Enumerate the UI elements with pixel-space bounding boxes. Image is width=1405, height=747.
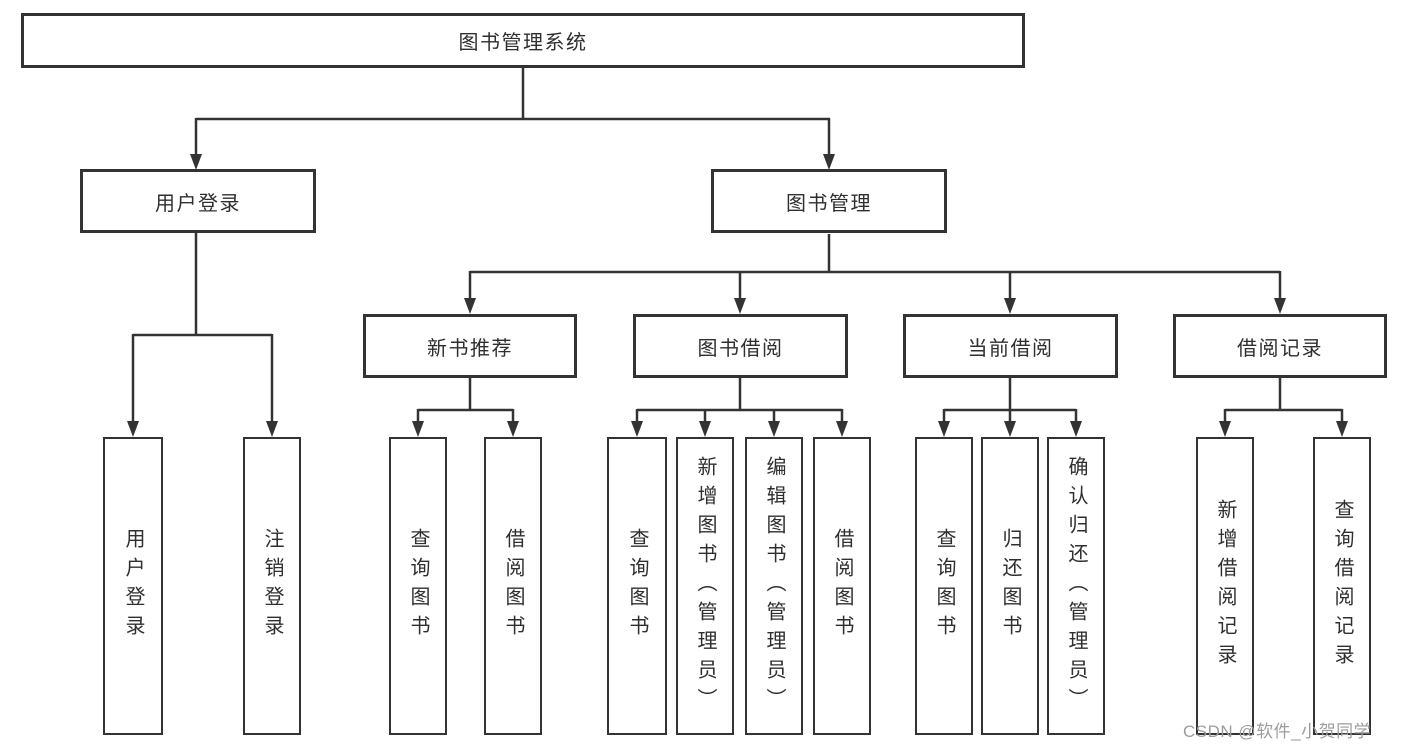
node-label: 图书管理 — [786, 192, 872, 215]
node-current-borrowing: 当前借阅 — [903, 314, 1118, 378]
leaf-label: 编辑图书（管理员） — [763, 455, 785, 717]
leaf-add-books-admin: 新增图书（管理员） — [676, 437, 734, 735]
leaf-label: 注销登录 — [261, 528, 283, 644]
node-user-login: 用户登录 — [80, 169, 316, 233]
leaf-label: 新增图书（管理员） — [694, 455, 716, 717]
node-label: 新书推荐 — [427, 337, 513, 360]
node-new-book-recommendation: 新书推荐 — [363, 314, 577, 378]
node-label: 借阅记录 — [1237, 337, 1323, 360]
node-label: 图书管理系统 — [458, 32, 588, 54]
leaf-user-login: 用户登录 — [103, 437, 163, 735]
node-book-management: 图书管理 — [711, 169, 947, 233]
leaf-confirm-return-admin: 确认归还（管理员） — [1047, 437, 1105, 735]
leaf-label: 查询图书 — [933, 528, 955, 644]
leaf-return-books: 归还图书 — [981, 437, 1039, 735]
leaf-label: 归还图书 — [999, 528, 1021, 644]
csdn-watermark: CSDN @软件_小贺同学 — [1183, 722, 1372, 741]
leaf-label: 确认归还（管理员） — [1065, 455, 1087, 717]
leaf-borrow-books: 借阅图书 — [813, 437, 871, 735]
leaf-query-books-current: 查询图书 — [915, 437, 973, 735]
leaf-label: 新增借阅记录 — [1214, 499, 1236, 673]
leaf-query-books-borrow: 查询图书 — [607, 437, 667, 735]
leaf-label: 用户登录 — [122, 528, 144, 644]
node-label: 当前借阅 — [967, 337, 1054, 360]
leaf-label: 查询图书 — [407, 528, 429, 644]
leaf-logout: 注销登录 — [243, 437, 301, 735]
leaf-query-books-recommend: 查询图书 — [389, 437, 447, 735]
leaf-query-borrow-record: 查询借阅记录 — [1313, 437, 1371, 735]
leaf-add-borrow-record: 新增借阅记录 — [1196, 437, 1254, 735]
leaf-label: 借阅图书 — [502, 528, 524, 644]
leaf-borrow-books-recommend: 借阅图书 — [484, 437, 542, 735]
node-label: 用户登录 — [155, 192, 241, 215]
node-label: 图书借阅 — [697, 337, 784, 360]
leaf-label: 借阅图书 — [831, 528, 853, 644]
node-book-borrowing: 图书借阅 — [633, 314, 848, 378]
leaf-label: 查询图书 — [626, 528, 648, 644]
node-borrowing-records: 借阅记录 — [1173, 314, 1387, 378]
leaf-label: 查询借阅记录 — [1331, 499, 1353, 673]
leaf-edit-books-admin: 编辑图书（管理员） — [745, 437, 803, 735]
node-library-management-system: 图书管理系统 — [21, 13, 1025, 68]
tree-edges — [131, 68, 1344, 422]
